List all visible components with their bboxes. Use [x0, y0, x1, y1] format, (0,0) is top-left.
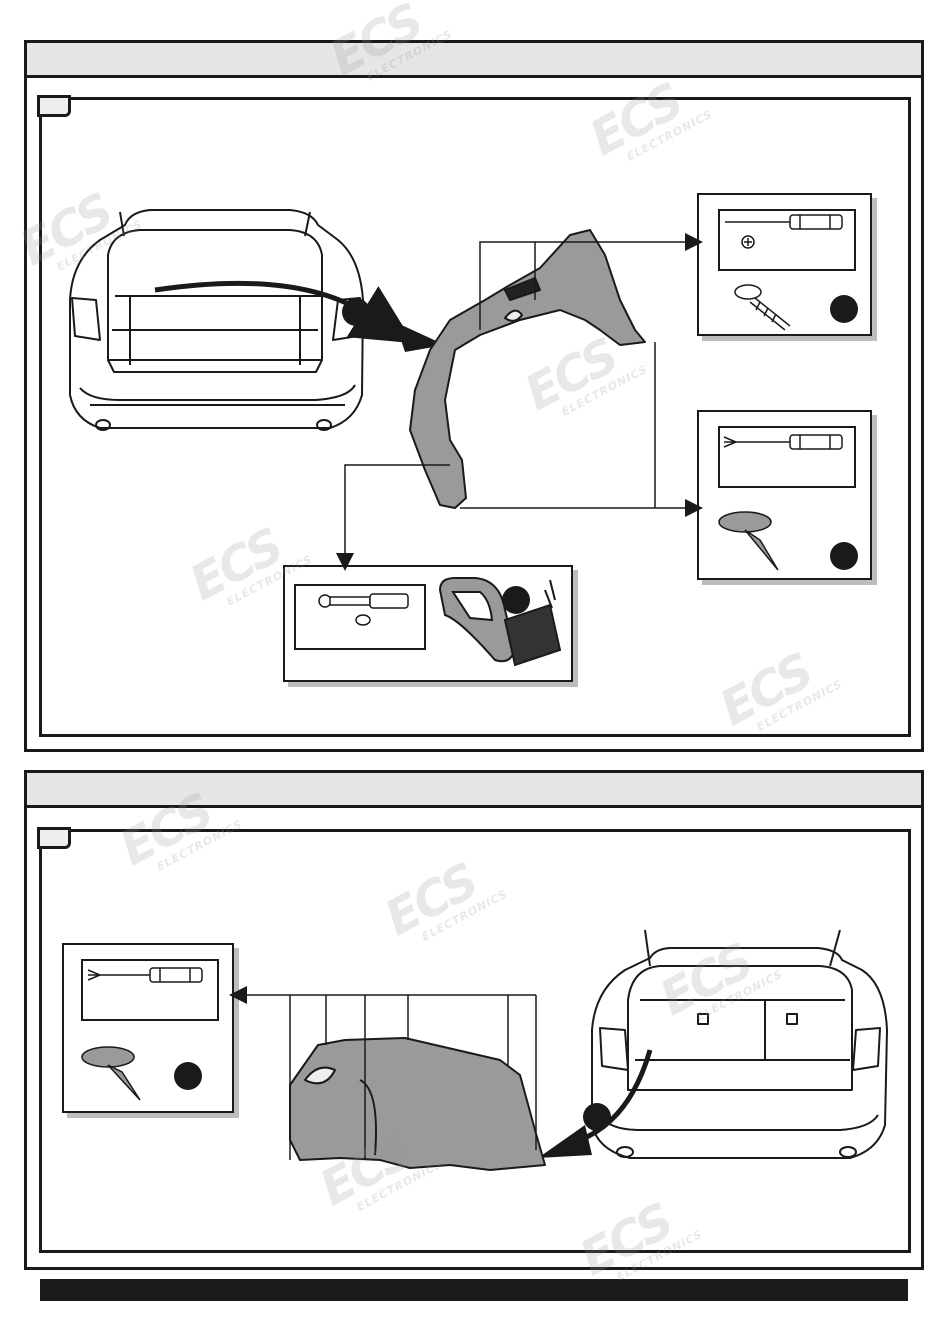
flat-screwdriver-icon-step-2 [88, 968, 202, 982]
push-clip-icon [719, 512, 778, 570]
phillips-screwdriver-icon [725, 215, 842, 248]
callout-dot-bolt [502, 586, 530, 614]
callout-dot-arrow [342, 298, 370, 326]
push-clip-icon-step-2 [82, 1047, 140, 1100]
boot-side-trim [290, 1038, 545, 1170]
callout-dot-screw [830, 295, 858, 323]
callout-dot-clip-step-2 [174, 1062, 202, 1090]
callout-dot-arrow-step-2 [583, 1103, 611, 1131]
removal-arrow-head-step-2 [538, 1125, 592, 1158]
callout-dot-clip [830, 542, 858, 570]
car-rear-view [70, 210, 363, 430]
c-pillar-trim [410, 230, 645, 508]
ratchet-wrench-icon [319, 594, 408, 625]
bracket-illustration [440, 578, 560, 665]
car-rear-view-open [592, 930, 887, 1158]
screw-icon [735, 285, 790, 330]
flat-screwdriver-icon [724, 435, 842, 449]
